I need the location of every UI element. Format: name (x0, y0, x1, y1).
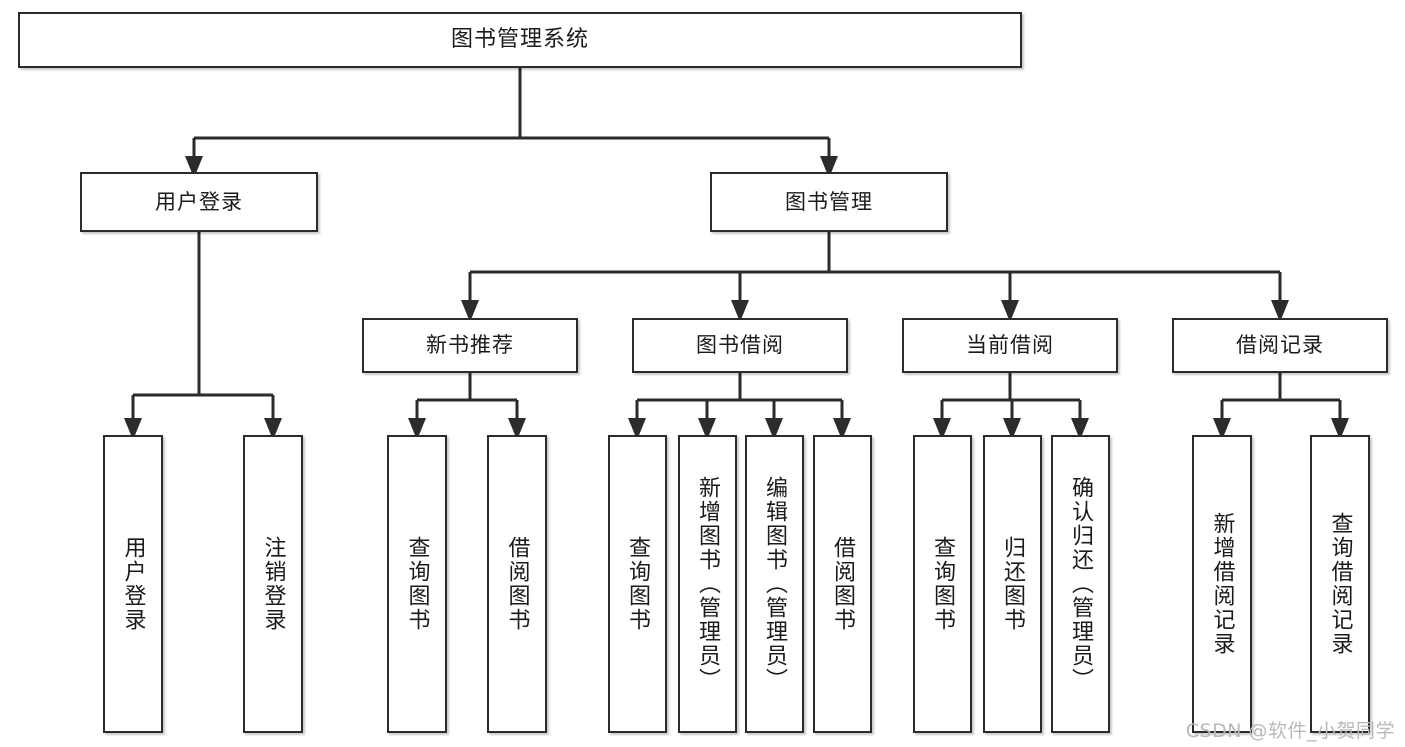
node-leaf-query-book-2[interactable]: 查询图书 (608, 435, 667, 733)
node-leaf-add-book[interactable]: 新增图书（管理员） (678, 435, 737, 733)
node-leaf-borrow-book-1-label: 借阅图书 (504, 536, 530, 632)
node-leaf-query-record-label: 查询借阅记录 (1327, 512, 1353, 656)
node-leaf-add-book-label: 新增图书（管理员） (695, 476, 721, 692)
node-leaf-confirm-return[interactable]: 确认归还（管理员） (1051, 435, 1110, 733)
node-leaf-query-book-2-label: 查询图书 (625, 536, 651, 632)
node-leaf-user-login[interactable]: 用户登录 (103, 435, 163, 733)
node-book-borrow-label: 图书借阅 (696, 333, 784, 358)
node-user-login[interactable]: 用户登录 (80, 172, 318, 232)
node-leaf-edit-book[interactable]: 编辑图书（管理员） (745, 435, 804, 733)
node-leaf-edit-book-label: 编辑图书（管理员） (762, 476, 788, 692)
node-current-borrow[interactable]: 当前借阅 (902, 318, 1118, 373)
node-borrow-record[interactable]: 借阅记录 (1172, 318, 1388, 373)
node-root-label: 图书管理系统 (450, 27, 589, 53)
node-root[interactable]: 图书管理系统 (18, 12, 1022, 68)
node-leaf-logout[interactable]: 注销登录 (243, 435, 303, 733)
node-leaf-query-record[interactable]: 查询借阅记录 (1310, 435, 1370, 733)
node-new-book-recommend[interactable]: 新书推荐 (362, 318, 578, 373)
node-leaf-query-book-1-label: 查询图书 (404, 536, 430, 632)
node-new-book-recommend-label: 新书推荐 (426, 333, 514, 358)
node-leaf-return-book[interactable]: 归还图书 (983, 435, 1042, 733)
node-user-login-label: 用户登录 (155, 189, 243, 214)
node-leaf-confirm-return-label: 确认归还（管理员） (1068, 476, 1094, 692)
node-leaf-add-record-label: 新增借阅记录 (1209, 512, 1235, 656)
node-leaf-return-book-label: 归还图书 (1000, 536, 1026, 632)
node-leaf-borrow-book-2-label: 借阅图书 (830, 536, 856, 632)
node-leaf-user-login-label: 用户登录 (120, 536, 146, 632)
node-current-borrow-label: 当前借阅 (966, 333, 1054, 358)
watermark-text: CSDN @软件_小贺同学 (1185, 720, 1395, 742)
node-leaf-query-book-3-label: 查询图书 (930, 536, 956, 632)
node-leaf-logout-label: 注销登录 (260, 536, 286, 632)
node-book-manage[interactable]: 图书管理 (710, 172, 948, 232)
node-leaf-query-book-3[interactable]: 查询图书 (913, 435, 972, 733)
node-leaf-borrow-book-2[interactable]: 借阅图书 (813, 435, 872, 733)
node-book-manage-label: 图书管理 (785, 189, 873, 214)
node-borrow-record-label: 借阅记录 (1236, 333, 1324, 358)
node-leaf-query-book-1[interactable]: 查询图书 (387, 435, 447, 733)
node-book-borrow[interactable]: 图书借阅 (632, 318, 848, 373)
node-leaf-borrow-book-1[interactable]: 借阅图书 (487, 435, 547, 733)
node-leaf-add-record[interactable]: 新增借阅记录 (1192, 435, 1252, 733)
